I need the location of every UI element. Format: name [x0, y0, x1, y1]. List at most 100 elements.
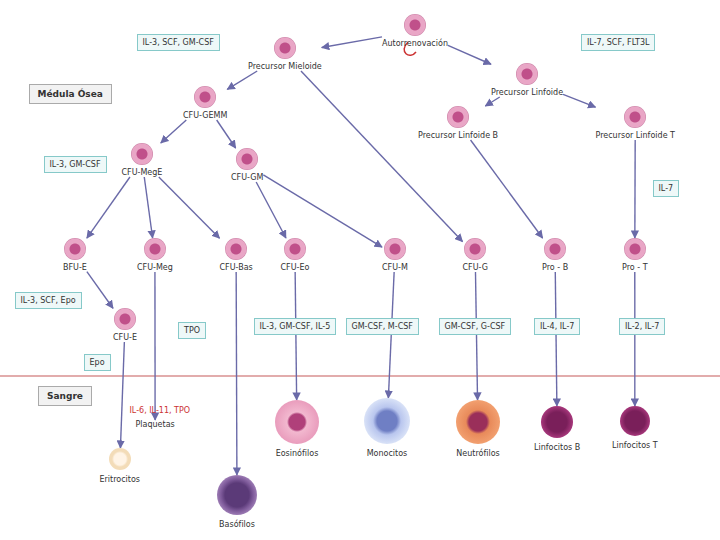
node-text: Linfocitos B: [534, 443, 580, 452]
node-text: BFU-E: [63, 263, 87, 272]
lineage-arrow: [87, 272, 113, 309]
cell-symbol: [131, 143, 153, 165]
lineage-arrow: [322, 37, 382, 48]
node-text: Precursor Linfoide: [491, 88, 563, 97]
lineage-arrow: [154, 272, 156, 420]
progenitor-cell: Pro - B: [542, 238, 568, 272]
progenitor-cell: Precursor Mieloide: [248, 37, 322, 71]
cell-symbol: [109, 448, 131, 470]
node-text: Médula Ósea: [38, 89, 103, 99]
node-text: CFU-E: [113, 333, 137, 342]
node-text: IL-7: [659, 184, 674, 193]
progenitor-cell: Precursor Linfoide B: [418, 106, 498, 140]
mature-blood-cell: Linfocitos T: [612, 406, 658, 450]
progenitor-cell: CFU-Meg: [137, 238, 173, 272]
node-text: CFU-GM: [231, 173, 263, 182]
cell-symbol: [114, 308, 136, 330]
node-text: GM-CSF, M-CSF: [352, 322, 413, 331]
cytokine-note: IL-6, IL-11, TPO: [130, 406, 191, 415]
cell-symbol: [144, 238, 166, 260]
cell-symbol: [194, 86, 216, 108]
cytokine-box: TPO: [178, 322, 206, 339]
mature-blood-cell: Monocitos: [364, 398, 410, 458]
lineage-arrow: [555, 272, 557, 406]
lineage-arrow: [161, 120, 186, 143]
node-text: Sangre: [47, 391, 83, 401]
lineage-arrow: [563, 94, 595, 107]
node-text: CFU-Meg: [137, 263, 173, 272]
cytokine-box: IL-2, IL-7: [619, 318, 665, 335]
node-text: Autorrenovación: [382, 39, 448, 48]
node-text: CFU-M: [382, 263, 408, 272]
mature-blood-cell: Neutrófilos: [456, 400, 500, 458]
mature-blood-cell: Eosinófilos: [275, 400, 319, 458]
cell-symbol: [624, 238, 646, 260]
lineage-arrow: [227, 71, 257, 89]
lineage-arrow: [120, 342, 124, 448]
node-text: CFU-G: [463, 263, 488, 272]
cytokine-box: IL-3, GM-CSF: [44, 156, 107, 173]
node-text: CFU-Eo: [281, 263, 310, 272]
cytokine-box: GM-CSF, G-CSF: [439, 318, 512, 335]
node-text: Eosinófilos: [275, 449, 319, 458]
blood-marrow-divider: [0, 375, 720, 377]
cell-label: Plaquetas: [136, 420, 175, 429]
node-text: GM-CSF, G-CSF: [445, 322, 506, 331]
mature-blood-cell: Eritrocitos: [100, 448, 141, 484]
node-text: Pro - T: [622, 263, 648, 272]
progenitor-cell: CFU-E: [113, 308, 137, 342]
lineage-arrow: [388, 272, 394, 398]
node-text: CFU-GEMM: [183, 111, 227, 120]
progenitor-cell: CFU-Eo: [281, 238, 310, 272]
cell-symbol: [456, 400, 500, 444]
cell-symbol: [217, 475, 257, 515]
node-text: Plaquetas: [136, 420, 175, 429]
cell-symbol: [541, 406, 573, 438]
cell-symbol: [274, 37, 296, 59]
lineage-arrow: [295, 272, 297, 400]
cell-symbol: [544, 238, 566, 260]
cytokine-box: IL-3, SCF, GM-CSF: [137, 34, 220, 51]
cytokine-box: Epo: [84, 354, 111, 371]
lineage-arrow: [144, 177, 152, 238]
progenitor-cell: Autorrenovación: [382, 14, 448, 48]
node-text: Monocitos: [364, 449, 410, 458]
lineage-arrow: [256, 182, 286, 238]
node-text: Basófilos: [217, 520, 257, 529]
node-text: IL-7, SCF, FLT3L: [587, 38, 649, 47]
node-text: IL-3, GM-CSF: [50, 160, 101, 169]
cell-symbol: [447, 106, 469, 128]
cell-symbol: [620, 406, 650, 436]
progenitor-cell: Precursor Linfoide T: [596, 106, 675, 140]
node-text: CFU-Bas: [220, 263, 253, 272]
cell-symbol: [364, 398, 410, 444]
lineage-arrow: [475, 272, 477, 400]
mature-blood-cell: Basófilos: [217, 475, 257, 529]
cell-symbol: [275, 400, 319, 444]
node-text: Precursor Linfoide B: [418, 131, 498, 140]
progenitor-cell: CFU-GM: [231, 148, 263, 182]
region-box: Médula Ósea: [29, 84, 112, 104]
node-text: Pro - B: [542, 263, 568, 272]
cytokine-box: IL-3, GM-CSF, IL-5: [254, 318, 337, 335]
cell-symbol: [464, 238, 486, 260]
cell-symbol: [516, 63, 538, 85]
cell-symbol: [404, 14, 426, 36]
cytokine-box: GM-CSF, M-CSF: [346, 318, 419, 335]
node-text: Linfocitos T: [612, 441, 658, 450]
node-text: IL-2, IL-7: [625, 322, 659, 331]
progenitor-cell: BFU-E: [63, 238, 87, 272]
cytokine-box: IL-7, SCF, FLT3L: [581, 34, 655, 51]
region-box: Sangre: [38, 386, 92, 406]
node-text: Precursor Mieloide: [248, 62, 322, 71]
progenitor-cell: Pro - T: [622, 238, 648, 272]
progenitor-cell: CFU-G: [463, 238, 488, 272]
cytokine-box: IL-7: [653, 180, 680, 197]
lineage-arrow: [217, 120, 236, 148]
lineage-arrow: [263, 175, 382, 247]
lineage-arrow: [448, 45, 491, 64]
node-text: Precursor Linfoide T: [596, 131, 675, 140]
lineage-arrow: [87, 177, 130, 238]
progenitor-cell: Precursor Linfoide: [491, 63, 563, 97]
